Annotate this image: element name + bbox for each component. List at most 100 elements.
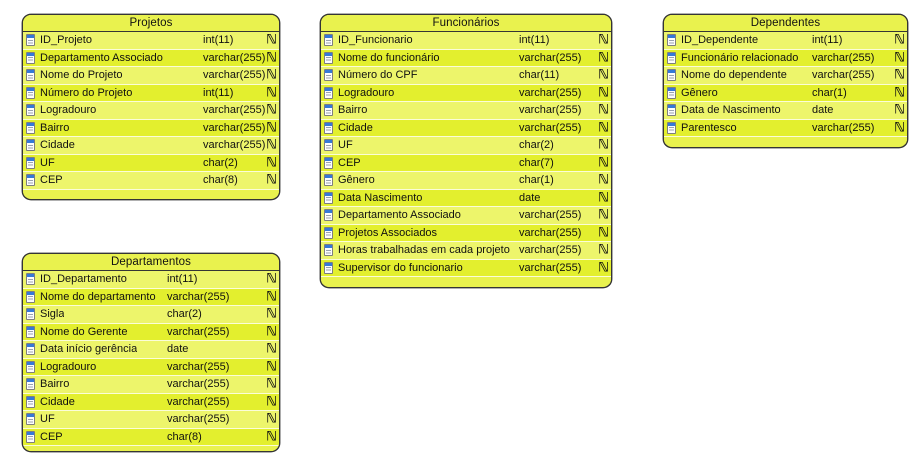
column-icon — [667, 121, 676, 134]
nullable-marker-icon: ℕ — [598, 155, 609, 171]
column-type: varchar(255) — [167, 395, 230, 408]
column-name: Sigla — [40, 308, 65, 321]
column-type: int(11) — [203, 86, 234, 99]
column-name: Cidade — [338, 121, 373, 134]
column-type: varchar(255) — [167, 413, 230, 426]
nullable-marker-icon: ℕ — [598, 137, 609, 153]
column-name: Bairro — [338, 104, 368, 117]
column-icon — [26, 139, 35, 152]
nullable-marker-icon: ℕ — [598, 32, 609, 48]
column-type: char(11) — [519, 69, 560, 82]
column-icon — [26, 430, 35, 443]
table-row[interactable]: CEP char(7) ℕ — [321, 154, 611, 172]
column-icon — [26, 325, 35, 338]
column-type: varchar(255) — [167, 378, 230, 391]
column-type: date — [812, 104, 834, 117]
nullable-marker-icon: ℕ — [598, 102, 609, 118]
column-type: varchar(255) — [519, 261, 582, 274]
nullable-marker-icon: ℕ — [266, 85, 277, 101]
column-name: Bairro — [40, 121, 70, 134]
column-type: date — [167, 343, 189, 356]
column-name: Nome do dependente — [681, 69, 787, 82]
column-type: varchar(255) — [812, 51, 875, 64]
entity-title: Projetos — [23, 15, 279, 32]
nullable-marker-icon: ℕ — [266, 394, 277, 410]
column-icon — [324, 191, 333, 204]
column-name: Logradouro — [338, 86, 395, 99]
table-row[interactable]: Número do Projeto int(11) ℕ — [23, 84, 279, 102]
column-name: Número do Projeto — [40, 86, 133, 99]
column-type: varchar(255) — [812, 69, 875, 82]
column-type: int(11) — [812, 34, 843, 47]
entity-footer — [23, 446, 279, 451]
column-name: CEP — [338, 156, 361, 169]
column-type: varchar(255) — [519, 226, 582, 239]
nullable-marker-icon: ℕ — [894, 85, 905, 101]
column-icon — [26, 290, 35, 303]
nullable-marker-icon: ℕ — [598, 260, 609, 276]
nullable-marker-icon: ℕ — [266, 341, 277, 357]
entity-title: Departamentos — [23, 254, 279, 271]
column-name: Nome do departamento — [40, 290, 156, 303]
entity-title: Funcionários — [321, 15, 611, 32]
column-icon — [26, 34, 35, 47]
column-icon — [667, 104, 676, 117]
nullable-marker-icon: ℕ — [894, 32, 905, 48]
nullable-marker-icon: ℕ — [266, 120, 277, 136]
column-type: char(7) — [519, 156, 554, 169]
entity-footer — [23, 189, 279, 197]
column-type: varchar(255) — [812, 121, 875, 134]
nullable-marker-icon: ℕ — [598, 207, 609, 223]
column-type: varchar(255) — [519, 86, 582, 99]
column-icon — [26, 174, 35, 187]
column-name: Projetos Associados — [338, 226, 438, 239]
column-icon — [26, 104, 35, 117]
column-type: int(11) — [167, 273, 198, 286]
column-name: Número do CPF — [338, 69, 418, 82]
column-icon — [324, 139, 333, 152]
